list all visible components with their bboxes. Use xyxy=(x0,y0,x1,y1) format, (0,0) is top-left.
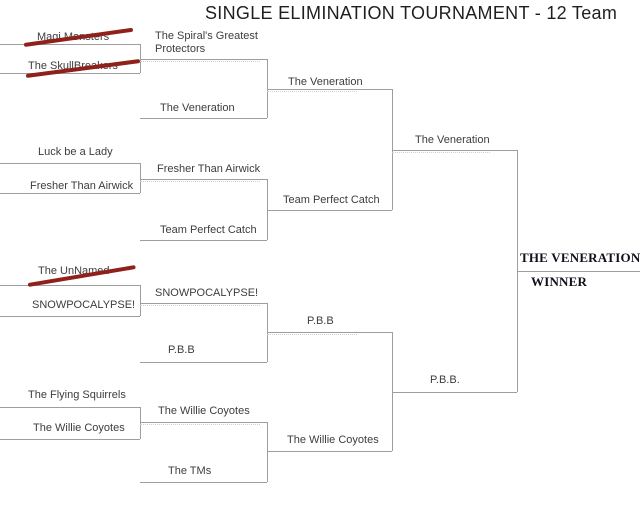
bracket-line-r1m2-bottom xyxy=(0,193,140,194)
team-sf1-bottom: Team Perfect Catch xyxy=(283,194,380,206)
bracket-line-r2m4-top xyxy=(140,422,267,423)
bracket-gridline xyxy=(140,305,260,306)
team-r1m2-bottom: Fresher Than Airwick xyxy=(30,180,134,192)
team-r2m4-top: The Willie Coyotes xyxy=(158,405,250,417)
bracket-line-champion xyxy=(517,271,640,272)
bracket-line-r1m4-bottom xyxy=(0,439,140,440)
bracket-line-r2m1-top xyxy=(140,59,267,60)
bracket-connector-r1m3 xyxy=(140,285,141,316)
bracket-connector-sf1 xyxy=(392,89,393,210)
team-r2m4-bottom: The TMs xyxy=(168,465,212,477)
bracket-line-r2m2-bottom xyxy=(140,240,267,241)
team-r2m2-bottom: Team Perfect Catch xyxy=(160,224,257,236)
champion-name: THE VENERATION xyxy=(520,250,640,265)
team-r1m4-bottom: The Willie Coyotes xyxy=(33,422,125,434)
bracket-connector-r1m4 xyxy=(140,407,141,439)
team-r1m2-top: Luck be a Lady xyxy=(38,146,113,158)
bracket-line-sf2-bottom xyxy=(267,451,392,452)
team-r2m1-bottom: The Veneration xyxy=(160,102,235,114)
bracket-connector-r2m4 xyxy=(267,422,268,482)
bracket-line-sf1-bottom xyxy=(267,210,392,211)
team-r2m3-top: SNOWPOCALYPSE! xyxy=(155,287,259,299)
bracket-line-r1m2-top xyxy=(0,163,140,164)
bracket-line-r1m3-top xyxy=(0,285,140,286)
team-sf2-bottom: The Willie Coyotes xyxy=(287,434,379,446)
winner-label: WINNER xyxy=(531,274,588,289)
bracket-gridline xyxy=(140,61,260,62)
team-r1m4-top: The Flying Squirrels xyxy=(28,389,126,401)
team-r1m1-bottom: The SkullBreakers xyxy=(28,60,118,72)
bracket-connector-r2m2 xyxy=(267,179,268,240)
bracket-line-r1m3-bottom xyxy=(0,316,140,317)
bracket-connector-r1m1 xyxy=(140,44,141,73)
bracket-line-sf1-top xyxy=(267,89,392,90)
team-r2m2-top: Fresher Than Airwick xyxy=(157,163,261,175)
bracket-line-sf2-top xyxy=(267,332,392,333)
team-final-bottom: P.B.B. xyxy=(430,374,460,386)
bracket-gridline xyxy=(140,181,260,182)
bracket-gridline xyxy=(267,91,357,92)
team-r1m3-bottom: SNOWPOCALYPSE! xyxy=(32,299,136,311)
bracket-connector-sf2 xyxy=(392,332,393,451)
bracket-connector-r1m2 xyxy=(140,163,141,193)
tournament-title: SINGLE ELIMINATION TOURNAMENT - 12 Team xyxy=(205,3,618,23)
team-r2m1-top: The Spiral's Greatest Protectors xyxy=(155,30,258,55)
bracket-gridline xyxy=(267,334,357,335)
bracket-line-r1m1-bottom xyxy=(0,73,140,74)
bracket-line-r2m4-bottom xyxy=(140,482,267,483)
team-sf2-top: P.B.B xyxy=(307,315,334,327)
team-r2m3-bottom: P.B.B xyxy=(168,344,195,356)
bracket-gridline xyxy=(140,424,260,425)
bracket-line-final-bottom xyxy=(392,392,517,393)
bracket-line-r2m2-top xyxy=(140,179,267,180)
bracket-line-r1m1-top xyxy=(0,44,140,45)
bracket-line-r1m4-top xyxy=(0,407,140,408)
bracket-gridline xyxy=(392,152,490,153)
team-sf1-top: The Veneration xyxy=(288,76,363,88)
bracket-line-final-top xyxy=(392,150,517,151)
team-final-top: The Veneration xyxy=(415,134,490,146)
bracket-line-r2m3-bottom xyxy=(140,362,267,363)
bracket-line-r2m1-bottom xyxy=(140,118,267,119)
bracket-connector-r2m1 xyxy=(267,59,268,118)
bracket-line-r2m3-top xyxy=(140,303,267,304)
